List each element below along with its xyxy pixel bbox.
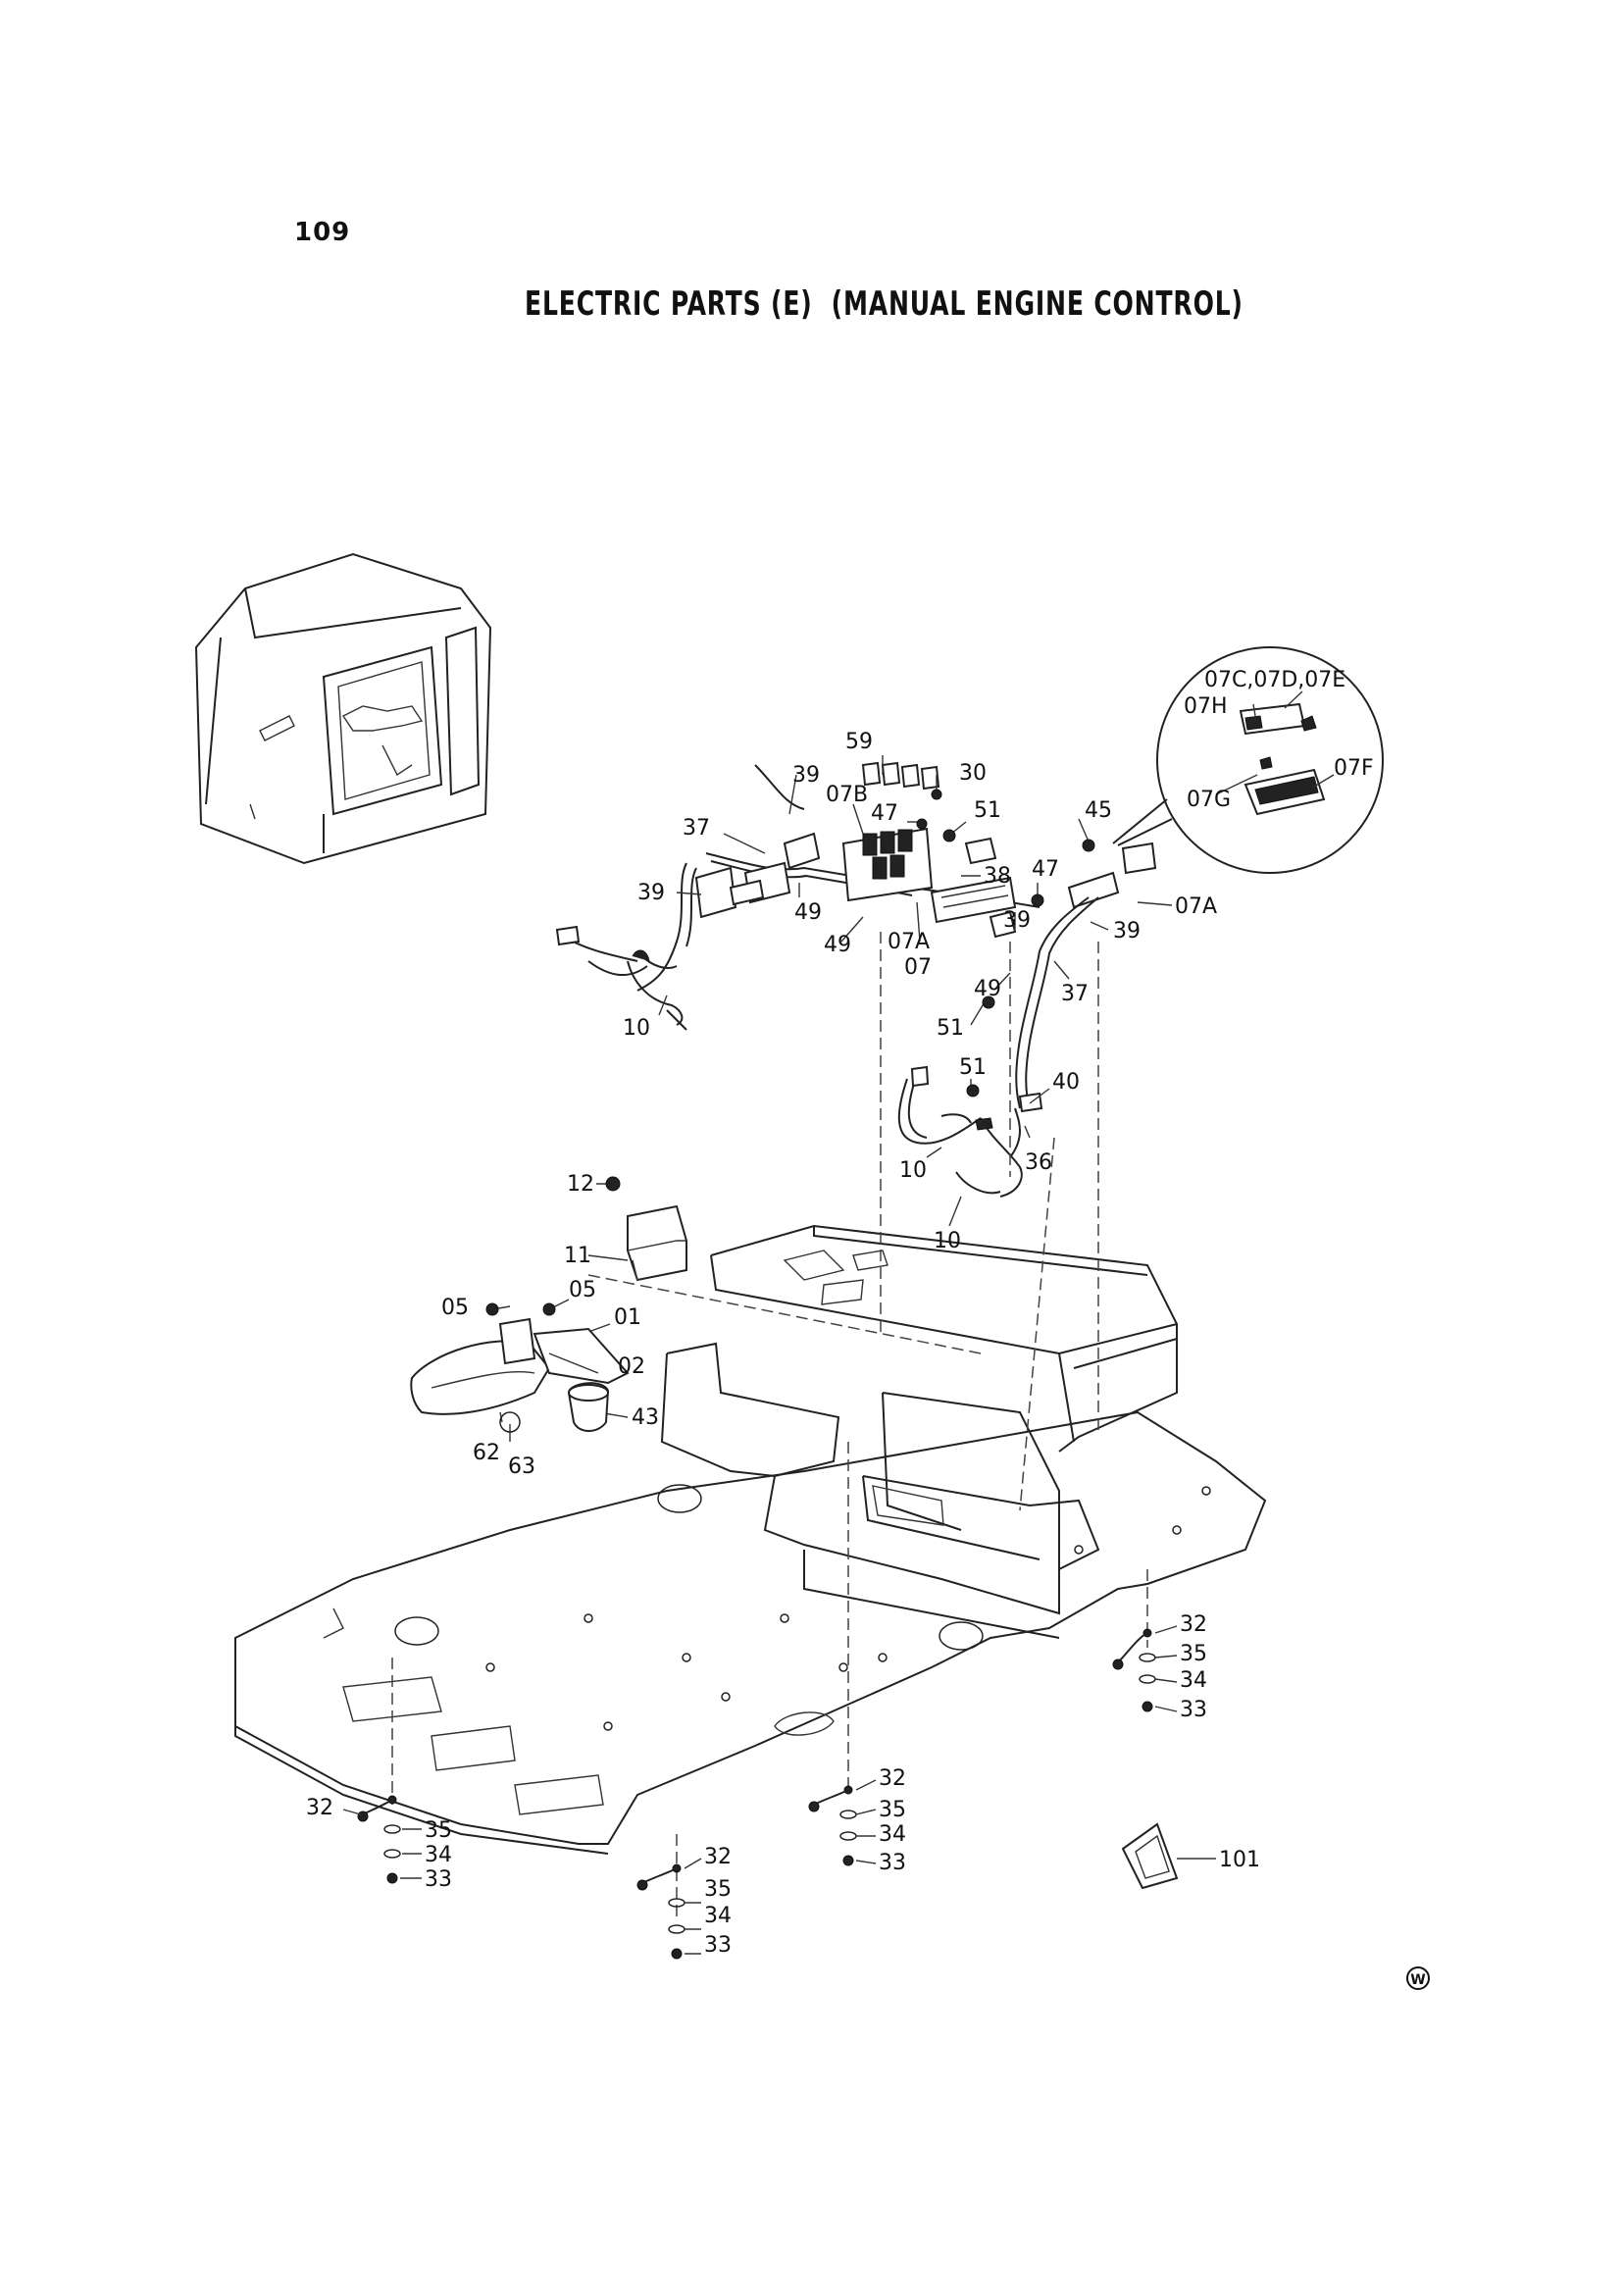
callout-07A: 07A: [1175, 894, 1217, 919]
callout-40: 40: [1052, 1070, 1080, 1095]
ground-strap-group-2: [636, 1858, 702, 1960]
alignment-dashed-lines: [391, 932, 1148, 1922]
leader-lines: [491, 690, 1335, 1442]
corner-mark-letter: W: [1410, 1972, 1425, 1988]
callout-51: 51: [937, 1016, 964, 1041]
ground-strap-group-1: [342, 1795, 422, 1884]
callout-07G: 07G: [1187, 788, 1231, 812]
wiring-harness-upper: [555, 761, 1157, 1198]
callout-10: 10: [623, 1016, 650, 1041]
manual-booklet-101: [1121, 1822, 1216, 1890]
callout-34: 34: [879, 1822, 906, 1847]
callout-35: 35: [425, 1818, 452, 1843]
callout-62: 62: [473, 1441, 500, 1465]
ground-strap-group-4: [1112, 1625, 1178, 1712]
callout-38: 38: [984, 864, 1011, 889]
callout-43: 43: [632, 1405, 659, 1430]
callout-45: 45: [1085, 798, 1112, 823]
callout-49: 49: [824, 933, 851, 957]
callout-51: 51: [959, 1055, 987, 1080]
callout-34: 34: [1180, 1668, 1207, 1693]
callout-32: 32: [704, 1845, 732, 1869]
callout-47: 47: [1032, 857, 1059, 882]
callout-07A: 07A: [888, 930, 930, 954]
callout-07F: 07F: [1334, 756, 1374, 781]
callout-35: 35: [704, 1877, 732, 1902]
callout-02: 02: [618, 1354, 645, 1379]
page-number: 109: [294, 218, 351, 247]
callout-07C-07D-07E: 07C,07D,07E: [1204, 668, 1345, 692]
callout-36: 36: [1025, 1150, 1052, 1175]
callout-32: 32: [1180, 1612, 1207, 1637]
callout-37: 37: [683, 816, 710, 841]
switch-lever-group: [410, 1317, 630, 1432]
callout-47: 47: [871, 801, 898, 826]
callout-49: 49: [794, 900, 822, 925]
callout-05: 05: [441, 1296, 469, 1320]
callout-01: 01: [614, 1305, 641, 1330]
ground-strap-group-3: [808, 1779, 877, 1866]
callout-37: 37: [1061, 982, 1089, 1006]
callout-101: 101: [1219, 1848, 1260, 1872]
callout-63: 63: [508, 1454, 535, 1479]
callout-12: 12: [567, 1172, 594, 1197]
bracket-11: [627, 1204, 687, 1282]
callout-33: 33: [879, 1851, 906, 1875]
callout-33: 33: [1180, 1698, 1207, 1722]
floor-plate: [234, 1410, 1267, 1855]
callout-39: 39: [637, 881, 665, 905]
rear-frame-structure: [660, 1224, 1178, 1639]
callout-34: 34: [425, 1843, 452, 1867]
callout-32: 32: [879, 1766, 906, 1791]
callout-33: 33: [704, 1933, 732, 1958]
corner-mark: W: [1406, 1966, 1430, 1990]
callout-labels: 59 39 07B 30 47 51 45 37 38 47 39 49 49 …: [306, 668, 1374, 1958]
callout-59: 59: [845, 730, 873, 754]
callout-33: 33: [425, 1867, 452, 1892]
callout-11: 11: [564, 1244, 591, 1268]
detail-circle-inset: [1112, 646, 1384, 874]
callout-05: 05: [569, 1278, 596, 1302]
callout-39: 39: [1113, 919, 1141, 944]
cab-inset-illustration: [194, 552, 492, 865]
callout-39: 39: [1003, 908, 1031, 933]
callout-07B: 07B: [826, 783, 868, 807]
callout-10: 10: [934, 1229, 961, 1253]
callout-51: 51: [974, 798, 1001, 823]
callout-35: 35: [1180, 1642, 1207, 1666]
callout-30: 30: [959, 761, 987, 786]
callout-10: 10: [899, 1158, 927, 1183]
callout-39: 39: [792, 763, 820, 788]
callout-07: 07: [904, 955, 932, 980]
callout-32: 32: [306, 1796, 333, 1820]
callout-49: 49: [974, 977, 1001, 1001]
callout-07H: 07H: [1184, 694, 1228, 719]
callout-35: 35: [879, 1798, 906, 1822]
page-title: ELECTRIC PARTS (E) (MANUAL ENGINE CONTRO…: [525, 284, 1243, 324]
callout-34: 34: [704, 1904, 732, 1928]
